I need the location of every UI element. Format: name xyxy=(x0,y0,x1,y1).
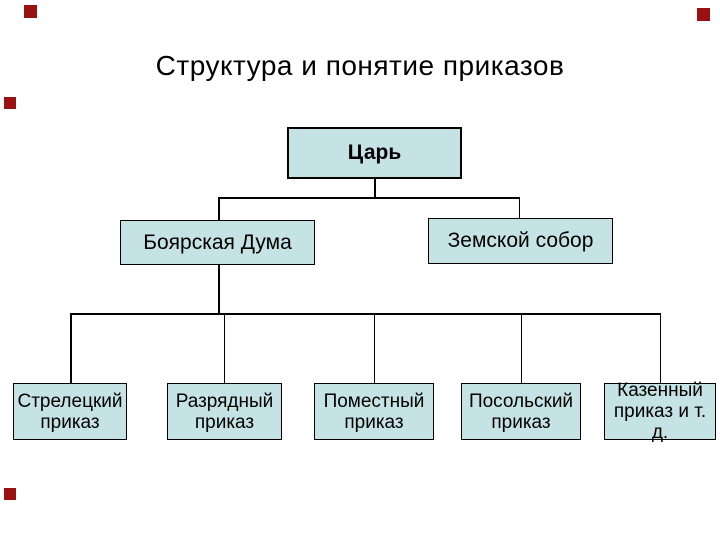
connector-drop-zemsky xyxy=(518,197,520,219)
org-node-label: Стрелецкий приказ xyxy=(17,390,123,433)
connector-level3-horizontal xyxy=(70,313,661,315)
connector-drop-posolsky xyxy=(520,313,522,383)
connector-drop-duma xyxy=(218,197,220,221)
org-node-boyar-duma: Боярская Дума xyxy=(120,220,315,265)
org-node-pomestny-prikaz: Поместный приказ xyxy=(314,383,434,440)
connector-level2-horizontal xyxy=(218,197,520,199)
connector-drop-pomestny xyxy=(373,313,375,383)
org-node-label: Поместный приказ xyxy=(323,390,425,433)
slide-title: Структура и понятие приказов xyxy=(155,50,565,81)
org-node-label: Боярская Дума xyxy=(143,230,292,254)
org-node-razryadny-prikaz: Разрядный приказ xyxy=(167,383,282,440)
red-square-marker xyxy=(4,97,16,109)
org-node-label: Разрядный приказ xyxy=(175,390,274,433)
connector-drop-kazenny xyxy=(659,313,661,383)
org-node-label: Царь xyxy=(347,141,402,164)
connector-drop-razryadny xyxy=(223,313,225,383)
red-square-marker xyxy=(697,8,710,21)
org-node-label: Посольский приказ xyxy=(468,390,574,433)
red-square-marker xyxy=(4,488,16,500)
org-node-label: Земской собор xyxy=(447,229,594,252)
org-node-posolsky-prikaz: Посольский приказ xyxy=(461,383,581,440)
connector-duma-down xyxy=(218,264,220,314)
org-node-kazenny-prikaz: Казенный приказ и т. д. xyxy=(604,380,716,443)
connector-drop-streletsky xyxy=(70,313,72,383)
org-node-streletsky-prikaz: Стрелецкий приказ xyxy=(13,383,127,440)
connector-tsar-down xyxy=(374,179,376,198)
red-square-marker xyxy=(24,5,37,18)
org-node-label: Казенный приказ и т. д. xyxy=(613,380,707,443)
org-node-zemsky-sobor: Земской собор xyxy=(428,218,613,264)
org-node-tsar: Царь xyxy=(287,127,462,179)
